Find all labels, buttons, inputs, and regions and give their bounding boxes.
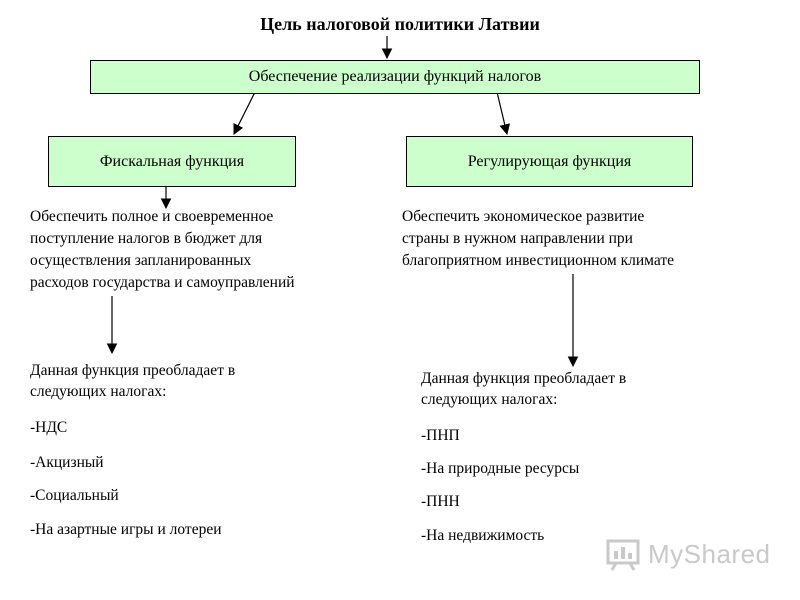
regulating-list-intro: следующих налогах: bbox=[421, 391, 558, 408]
fiscal-goal-line: поступление налогов в бюджет для bbox=[30, 230, 263, 247]
top-box-label: Обеспечение реализации функций налогов bbox=[248, 68, 542, 85]
diagram-title: Цель налоговой политики Латвии bbox=[260, 14, 540, 34]
fiscal-tax-item: -На азартные игры и лотереи bbox=[30, 521, 222, 538]
regulating-function-label: Регулирующая функция bbox=[467, 152, 632, 170]
fiscal-goal-text: Обеспечить полное и своевременное поступ… bbox=[30, 206, 390, 294]
fiscal-goal-line: осуществления запланированных bbox=[30, 252, 252, 269]
top-box: Обеспечение реализации функций налогов bbox=[90, 60, 700, 94]
regulating-tax-item: -ПНН bbox=[421, 493, 460, 510]
fiscal-tax-item: -НДС bbox=[30, 419, 68, 436]
arrow-top-to-fiscal bbox=[233, 91, 256, 135]
fiscal-tax-item: -Социальный bbox=[30, 487, 119, 504]
regulating-goal-line: благоприятном инвестиционном климате bbox=[402, 252, 675, 269]
chart-board-icon bbox=[606, 539, 640, 571]
fiscal-tax-list: Данная функция преобладает в следующих н… bbox=[30, 360, 370, 538]
regulating-tax-item: -ПНП bbox=[421, 427, 460, 444]
fiscal-list-intro: Данная функция преобладает в bbox=[30, 362, 236, 379]
regulating-goal-line: Обеспечить экономическое развитие bbox=[402, 208, 645, 225]
fiscal-goal-line: Обеспечить полное и своевременное bbox=[30, 208, 274, 225]
regulating-goal-text: Обеспечить экономическое развитие страны… bbox=[402, 206, 762, 272]
regulating-tax-item: -На недвижимость bbox=[421, 527, 545, 544]
fiscal-function-label: Фискальная функция bbox=[99, 152, 245, 170]
regulating-tax-list: Данная функция преобладает в следующих н… bbox=[421, 368, 761, 544]
arrow-top-to-regulating bbox=[496, 91, 511, 136]
fiscal-list-intro: следующих налогах: bbox=[30, 383, 167, 400]
fiscal-goal-line: расходов государства и самоуправлений bbox=[30, 274, 295, 291]
regulating-list-intro: Данная функция преобладает в bbox=[421, 370, 627, 387]
watermark-logo: MyShared bbox=[606, 537, 771, 571]
fiscal-function-box: Фискальная функция bbox=[48, 136, 296, 187]
regulating-tax-item: -На природные ресурсы bbox=[421, 460, 580, 477]
regulating-goal-line: страны в нужном направлении при bbox=[402, 230, 633, 247]
watermark-text: MyShared bbox=[648, 538, 771, 569]
regulating-function-box: Регулирующая функция bbox=[406, 136, 693, 187]
fiscal-tax-item: -Акцизный bbox=[30, 454, 104, 471]
